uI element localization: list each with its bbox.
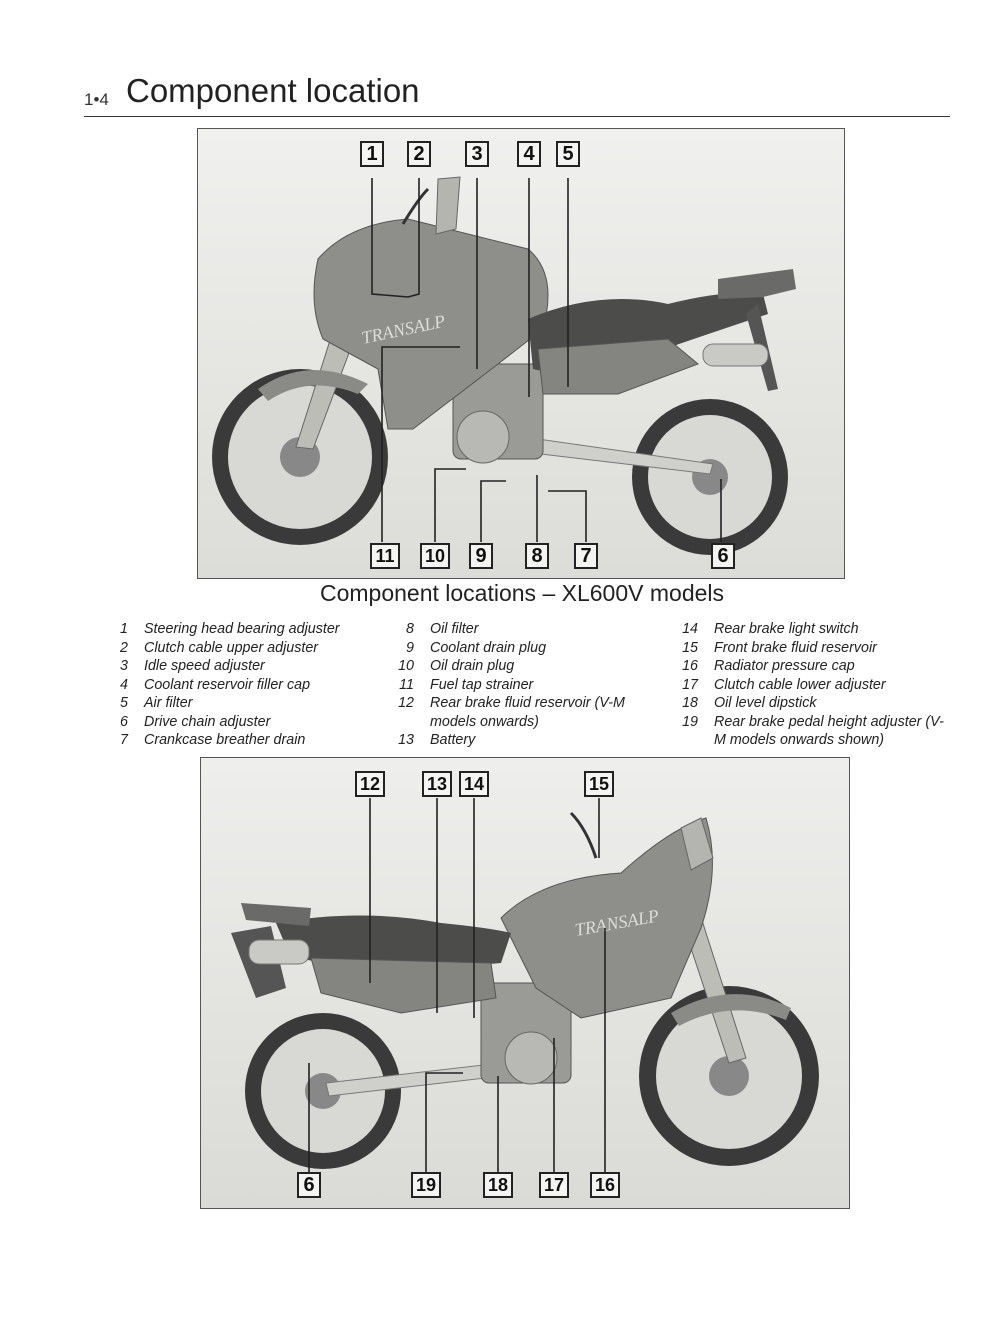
- callout-4: 4: [517, 141, 541, 167]
- callout-11: 11: [370, 543, 400, 569]
- callout-6: 6: [711, 543, 735, 569]
- callout-13: 13: [422, 771, 452, 797]
- top-photo: TRANSALP 1 2 3 4 5 11 10 9 8 7 6: [197, 128, 845, 579]
- callout-10: 10: [420, 543, 450, 569]
- callout-18: 18: [483, 1172, 513, 1198]
- callout-19: 19: [411, 1172, 441, 1198]
- callout-17: 17: [539, 1172, 569, 1198]
- page-number: 1•4: [84, 90, 109, 109]
- callout-16: 16: [590, 1172, 620, 1198]
- callout-5: 5: [556, 141, 580, 167]
- motorcycle-left-side-illustration: TRANSALP: [201, 758, 849, 1208]
- page-title: Component location: [126, 72, 420, 109]
- motorcycle-right-side-illustration: TRANSALP: [198, 129, 844, 578]
- callout-12: 12: [355, 771, 385, 797]
- callout-15: 15: [584, 771, 614, 797]
- callout-6: 6: [297, 1172, 321, 1198]
- callout-8: 8: [525, 543, 549, 569]
- callout-3: 3: [465, 141, 489, 167]
- callout-1: 1: [360, 141, 384, 167]
- figure-caption: Component locations – XL600V models: [319, 580, 725, 606]
- bottom-photo: TRANSALP 12 13 14 15 6 19 18 17 16: [200, 757, 850, 1209]
- callout-2: 2: [407, 141, 431, 167]
- callout-14: 14: [459, 771, 489, 797]
- callout-9: 9: [469, 543, 493, 569]
- page-header: 1•4 Component location: [84, 70, 950, 117]
- callout-7: 7: [574, 543, 598, 569]
